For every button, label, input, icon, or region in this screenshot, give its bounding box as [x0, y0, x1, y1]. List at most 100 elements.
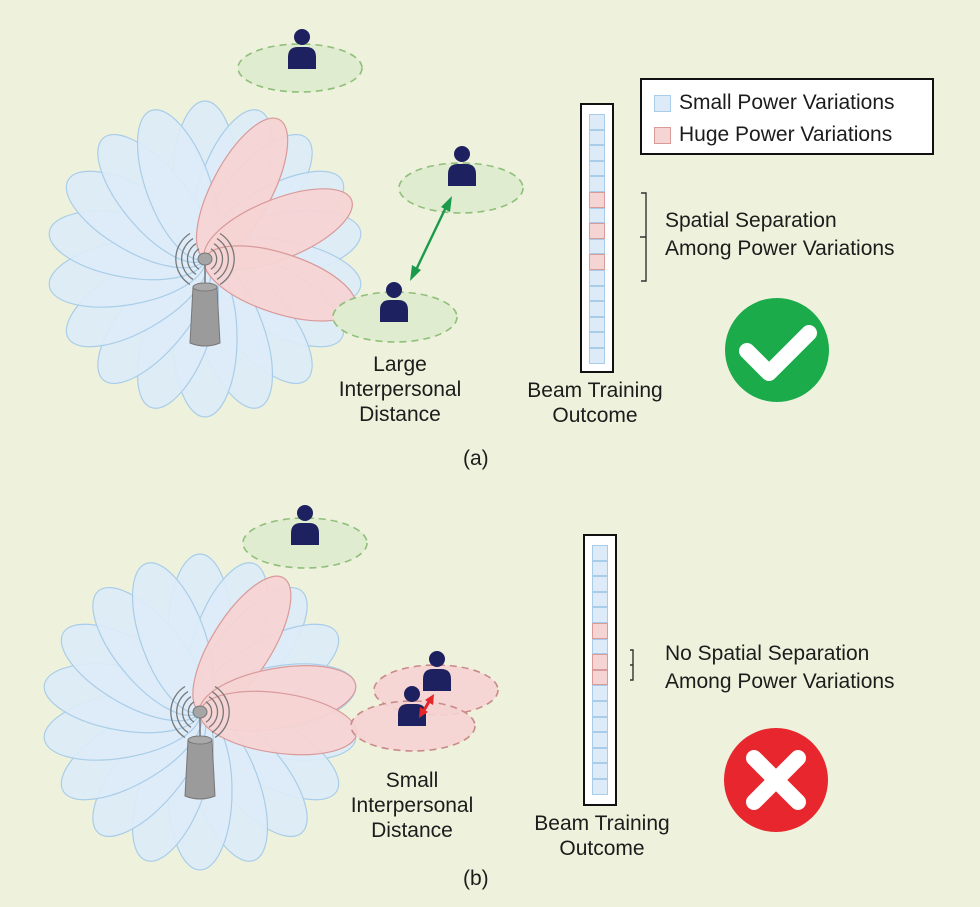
beam-cell-small — [592, 576, 608, 592]
beam-cell-small — [589, 129, 605, 146]
beam-cell-small — [589, 145, 605, 161]
beam-cell-small — [592, 716, 608, 733]
signal-wave — [181, 696, 192, 728]
beam-cell-small — [592, 591, 608, 608]
signal-wave — [180, 238, 194, 280]
outcome-label-line: Beam Training — [534, 812, 670, 835]
outcome-label-a: Beam Training Outcome — [510, 378, 680, 428]
panel-caption-b: (b) — [463, 867, 489, 890]
beam-cell-small — [589, 285, 605, 302]
beam-cells-a — [589, 114, 605, 364]
annotation-line: Spatial Separation — [665, 209, 837, 232]
beam-training-bar-a — [580, 103, 614, 373]
beam-cell-small — [589, 160, 605, 177]
person-body — [291, 523, 319, 545]
person-icon — [398, 686, 426, 726]
antenna-head — [197, 252, 213, 266]
signal-wave — [213, 243, 224, 275]
panel-caption-a: (a) — [463, 447, 489, 470]
base-station-a — [175, 232, 235, 347]
bracket-a — [640, 192, 647, 282]
beam-cell-small — [592, 560, 608, 577]
beam-cells-b — [592, 545, 608, 795]
person-body — [398, 704, 426, 726]
tower-body — [189, 286, 221, 347]
legend-label-small: Small Power Variations — [679, 91, 895, 114]
panel-b-graphics — [43, 505, 499, 871]
tower-body — [184, 739, 216, 800]
signal-wave — [170, 685, 186, 739]
beam-cell-small — [589, 347, 605, 364]
signal-wave — [214, 685, 230, 739]
annotation-line: No Spatial Separation — [665, 642, 870, 665]
beam-cell-huge — [589, 254, 605, 270]
beam-cell-huge — [592, 654, 608, 670]
signal-wave — [192, 248, 200, 270]
person-body — [423, 669, 451, 691]
tower-top — [192, 282, 218, 292]
signal-wave — [186, 243, 197, 275]
annotation-line: Among Power Variations — [665, 670, 895, 693]
tower-top — [187, 735, 213, 745]
beam-cell-small — [592, 747, 608, 764]
legend-label-huge: Huge Power Variations — [679, 123, 893, 146]
check-icon — [725, 298, 829, 402]
base-station-b — [170, 685, 230, 800]
user-zone — [398, 162, 524, 214]
distance-label-line: Small — [385, 769, 439, 792]
person-icon — [380, 282, 408, 322]
distance-label-line: Distance — [371, 819, 453, 842]
distance-label-b: Small Interpersonal Distance — [342, 768, 482, 843]
signal-wave — [205, 701, 213, 723]
beam-cell-small — [589, 332, 605, 348]
annotation-b: No Spatial Separation Among Power Variat… — [665, 640, 895, 696]
signal-wave — [187, 701, 195, 723]
signal-wave — [210, 248, 218, 270]
person-body — [288, 47, 316, 69]
beam-cell-small — [589, 207, 605, 224]
signal-wave — [216, 238, 230, 280]
beam-cell-small — [592, 732, 608, 748]
person-head — [429, 651, 445, 667]
beam-cell-small — [589, 114, 605, 130]
outcome-label-line: Beam Training — [527, 379, 663, 402]
beam-cell-huge — [592, 669, 608, 686]
signal-wave — [211, 691, 225, 733]
person-icon — [288, 29, 316, 69]
beam-cell-small — [589, 176, 605, 192]
beam-training-bar-b — [583, 534, 617, 806]
beam-cell-small — [589, 238, 605, 255]
beam-cell-huge — [589, 223, 605, 239]
distance-label-a: Large Interpersonal Distance — [330, 352, 470, 427]
distance-label-line: Interpersonal — [338, 378, 462, 401]
distance-label-line: Interpersonal — [350, 794, 474, 817]
person-icon — [291, 505, 319, 545]
person-body — [448, 164, 476, 186]
annotation-a: Spatial Separation Among Power Variation… — [665, 207, 895, 263]
cross-icon — [724, 728, 828, 832]
signal-wave — [175, 232, 191, 286]
distance-arrow-large — [410, 196, 452, 281]
legend-item-huge: Huge Power Variations — [654, 120, 892, 150]
legend-item-small: Small Power Variations — [654, 88, 895, 118]
bracket-b — [630, 649, 634, 681]
person-body — [380, 300, 408, 322]
signal-wave — [175, 691, 189, 733]
beam-cell-small — [592, 700, 608, 717]
distance-arrow-small — [419, 694, 434, 718]
antenna-head — [192, 705, 208, 719]
beam-cell-small — [592, 685, 608, 701]
beam-cell-small — [592, 763, 608, 779]
signal-wave — [208, 696, 219, 728]
beam-cell-small — [592, 545, 608, 561]
beam-cell-small — [589, 316, 605, 333]
outcome-label-line: Outcome — [552, 404, 638, 427]
person-head — [404, 686, 420, 702]
beam-cell-small — [589, 269, 605, 286]
beam-cell-small — [589, 301, 605, 317]
signal-wave — [219, 232, 235, 286]
legend: Small Power Variations Huge Power Variat… — [640, 78, 934, 155]
person-head — [294, 29, 310, 45]
beam-cell-small — [592, 638, 608, 655]
